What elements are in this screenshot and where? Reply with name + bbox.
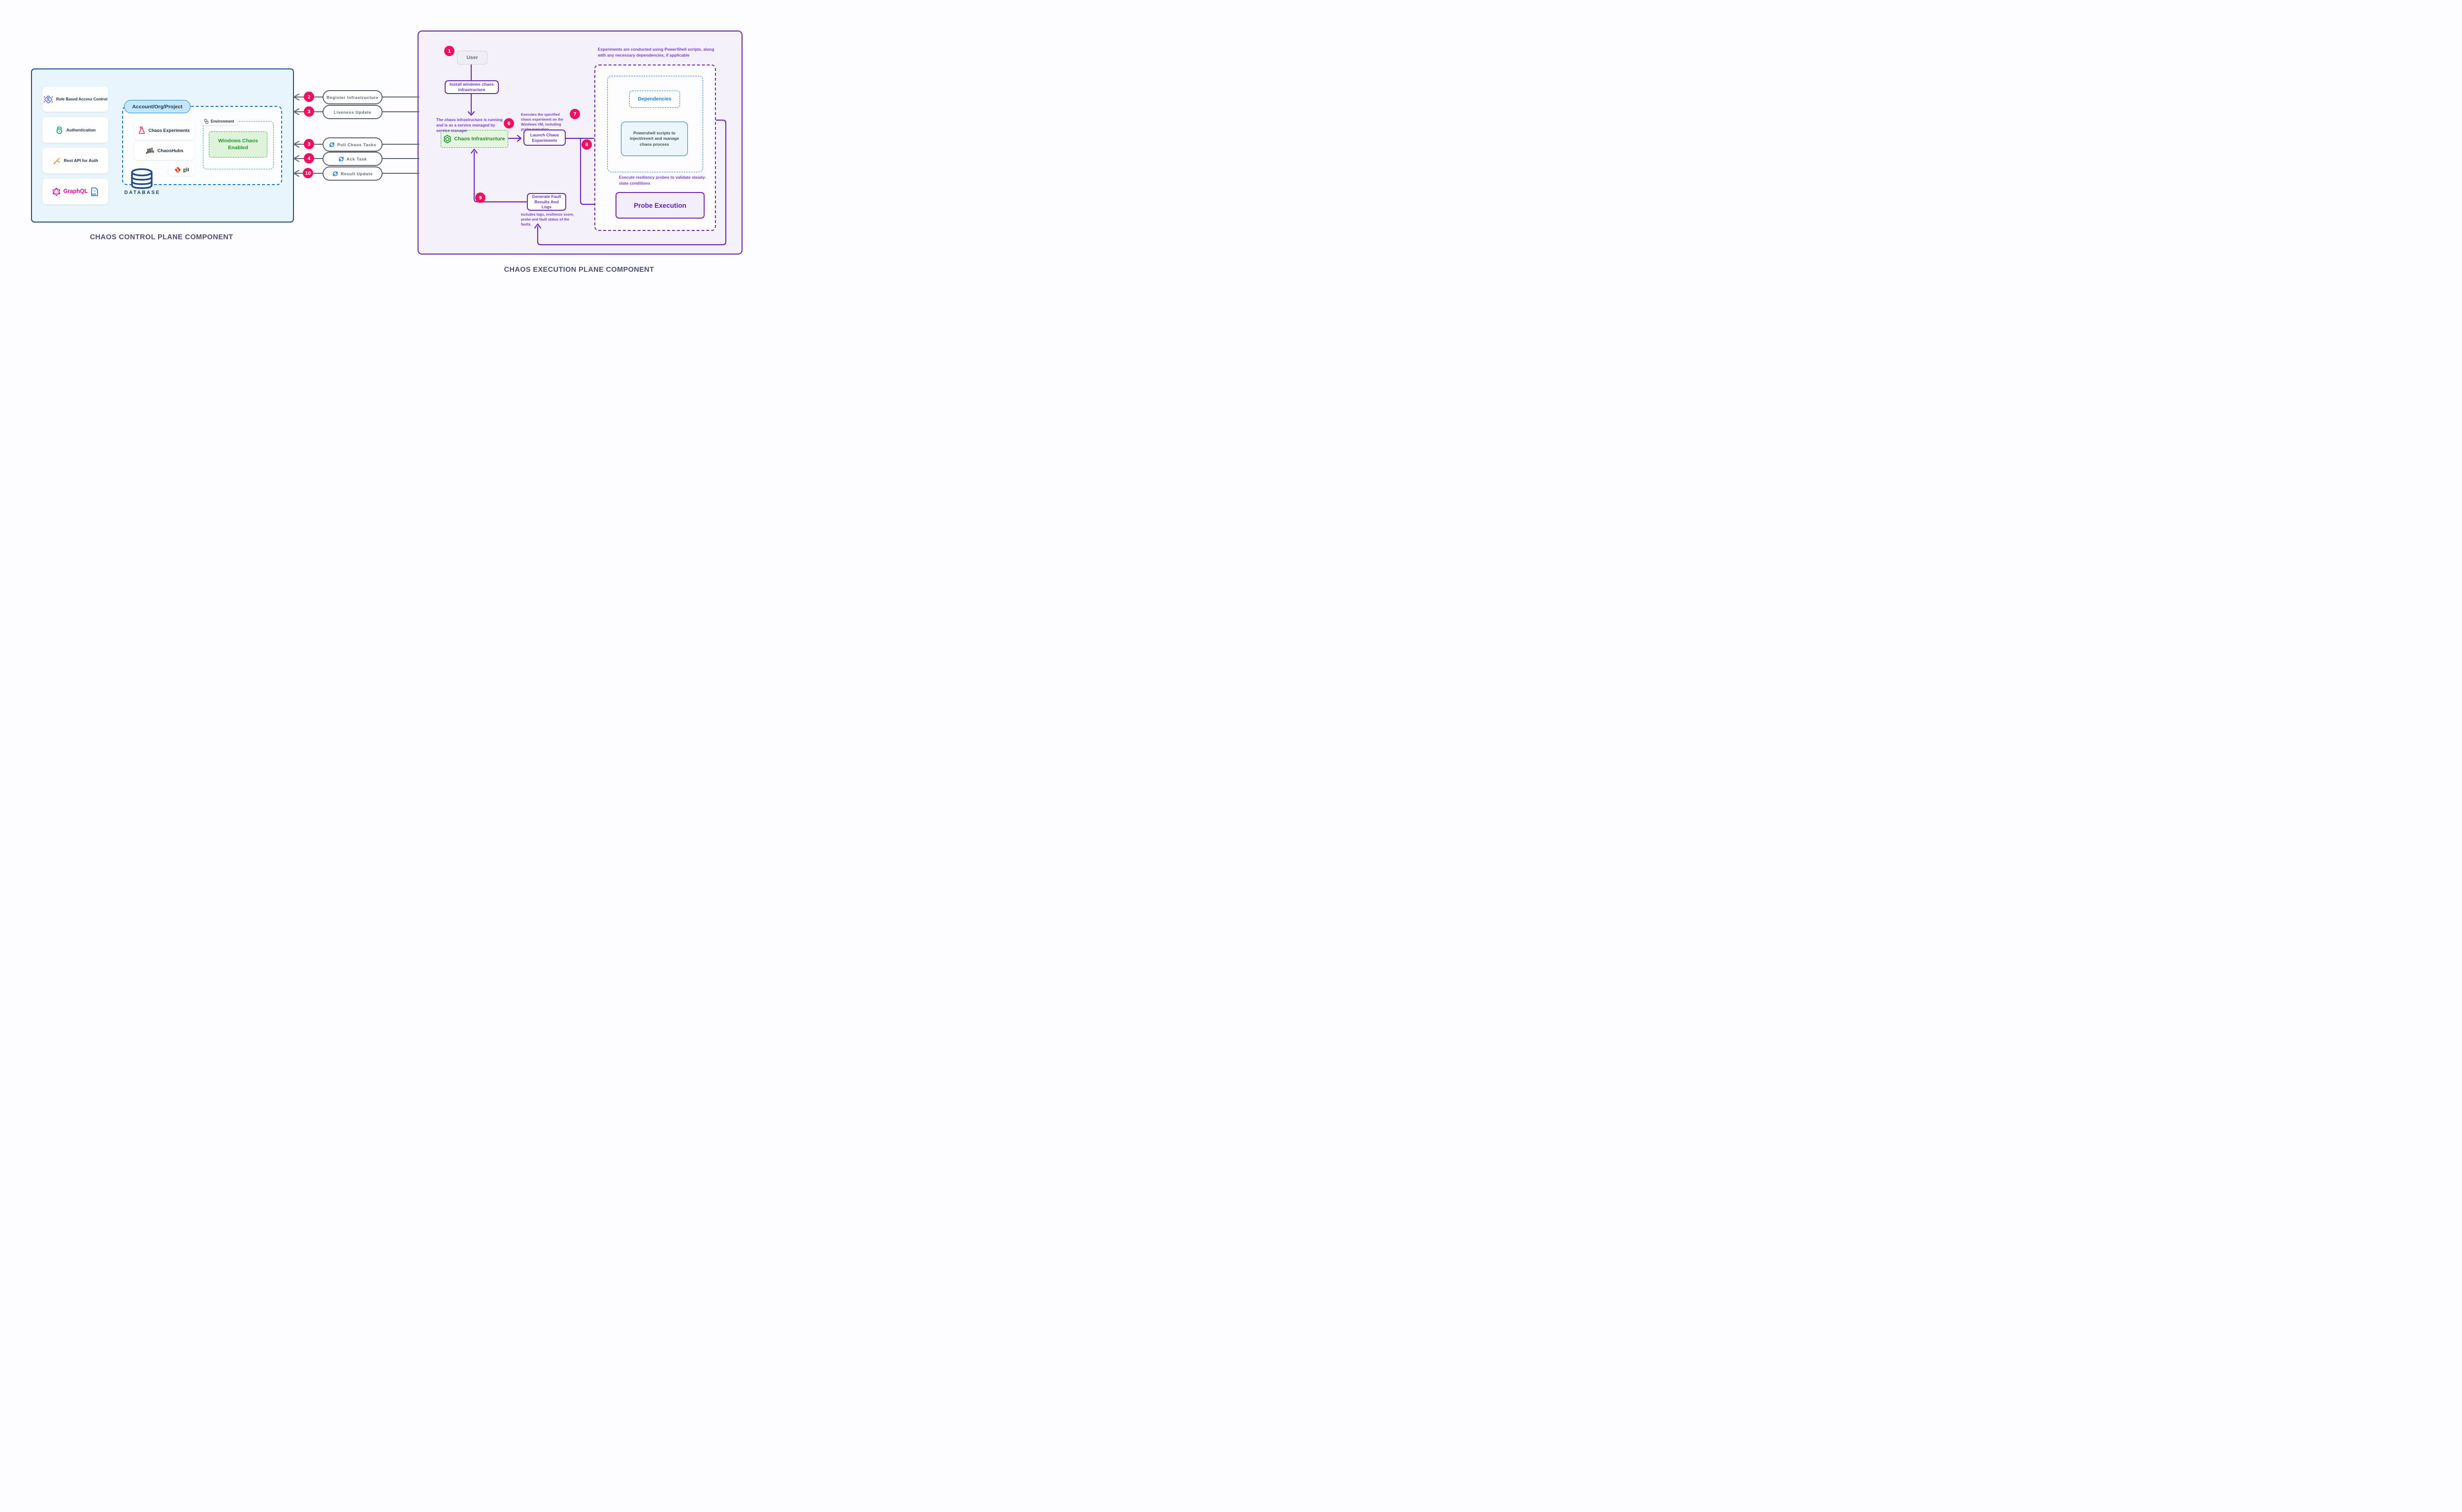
step-badge-1: 1 — [444, 46, 454, 56]
flow-label: Poll Chaos Tasks — [337, 142, 377, 147]
flow-pill-ack-task: Ack Task — [323, 152, 383, 166]
chaos-infrastructure-icon — [444, 134, 451, 143]
service-card-rbac: Role Based Access Control — [42, 87, 108, 112]
step-badge-7: 7 — [570, 109, 580, 119]
note-infrastructure-running: The chaos infrastructure is running and … — [436, 118, 503, 133]
service-label: Rest API for Auth — [64, 158, 98, 163]
environment-icon — [204, 118, 209, 124]
generate-fault-results-box: Generate Fault Results And Logs — [527, 193, 566, 211]
probe-execution-box: Probe Execution — [616, 192, 705, 219]
git-label: git — [183, 167, 190, 173]
flow-pill-liveness-update: Liveness Update — [323, 105, 383, 119]
windows-chaos-enabled-box: Windows Chaos Enabled — [209, 131, 267, 158]
generate-fault-results-label: Generate Fault Results And Logs — [532, 194, 561, 210]
step-badge-3b: 3 — [304, 139, 314, 149]
note-executes-experiment: Executes the specified chaos experiment … — [521, 112, 563, 131]
graphql-icon — [52, 187, 60, 196]
step-badge-8: 8 — [582, 139, 592, 150]
dependencies-box: Dependencies — [629, 91, 680, 108]
user-label: User — [466, 55, 478, 61]
service-card-graphql: GraphQL API — [42, 179, 108, 204]
step-badge-6: 6 — [504, 118, 514, 129]
svg-text:API: API — [92, 193, 97, 196]
rest-api-icon — [53, 157, 60, 164]
step-badge-3: 3 — [304, 106, 314, 117]
account-org-project-pill: Account/Org/Project — [124, 100, 191, 113]
note-powershell-scripts: Experiments are conducted using PowerShe… — [598, 47, 714, 58]
chaos-experiments-card: Chaos Experiments — [134, 121, 194, 140]
sync-icon — [338, 156, 344, 161]
chaoshubs-icon — [145, 147, 154, 154]
flow-pill-result-update: Result Update — [323, 166, 383, 181]
step-badge-4: 4 — [304, 153, 314, 163]
service-label: Role Based Access Control — [56, 97, 108, 101]
sync-icon — [333, 171, 338, 176]
chaos-experiments-label: Chaos Experiments — [148, 128, 190, 133]
control-plane-title: CHAOS CONTROL PLANE COMPONENT — [90, 233, 233, 241]
step-badge-9: 9 — [475, 193, 486, 203]
database-label: DATABASE — [124, 190, 161, 195]
chaoshubs-label: ChaosHubs — [157, 148, 184, 154]
flow-pill-poll-chaos-tasks: Poll Chaos Tasks — [323, 137, 383, 152]
flow-label: Result Update — [341, 171, 373, 176]
environment-chip: Environment — [200, 117, 238, 125]
flask-icon — [139, 127, 145, 134]
dependencies-label: Dependencies — [638, 97, 672, 102]
flow-label: Liveness Update — [333, 109, 372, 115]
service-label: Authentication — [66, 128, 96, 132]
api-doc-icon: API — [92, 187, 98, 196]
windows-chaos-enabled-label: Windows Chaos Enabled — [218, 138, 258, 151]
chaos-infrastructure-box: Chaos Infrastructure — [441, 130, 508, 148]
step-badge-2: 2 — [304, 92, 314, 102]
diagram-canvas: Role Based Access Control Authentication… — [0, 0, 772, 307]
rbac-icon — [43, 95, 53, 103]
account-org-project-label: Account/Org/Project — [132, 103, 183, 110]
powershell-scripts-box: Powershell scripts to inject/revert and … — [621, 122, 688, 156]
git-icon — [174, 167, 181, 173]
chaos-infrastructure-label: Chaos Infrastructure — [454, 136, 505, 142]
chaoshubs-card: ChaosHubs — [134, 141, 194, 160]
graphql-label: GraphQL — [63, 189, 88, 194]
environment-label: Environment — [211, 119, 234, 124]
note-execute-probes: Execute resiliency probes to validate st… — [619, 175, 707, 186]
service-card-authentication: Authentication — [42, 117, 108, 143]
install-infrastructure-box: Install windows chaos infrastructure — [445, 80, 499, 94]
service-card-rest-api: Rest API for Auth — [42, 148, 108, 173]
flow-pill-register-infrastructure: Register Infrastructure — [323, 90, 383, 104]
git-card: git — [168, 164, 195, 176]
user-box: User — [457, 51, 487, 64]
probe-execution-label: Probe Execution — [634, 201, 686, 209]
flow-label: Register Infrastructure — [326, 95, 379, 100]
flow-label: Ack Task — [346, 156, 367, 161]
powershell-scripts-label: Powershell scripts to inject/revert and … — [629, 130, 680, 147]
launch-chaos-experiments-box: Launch Chaos Experiments — [523, 129, 566, 146]
sync-icon — [329, 142, 334, 147]
launch-chaos-experiments-label: Launch Chaos Experiments — [530, 132, 559, 143]
step-badge-10: 10 — [303, 168, 313, 178]
authentication-icon — [56, 126, 63, 134]
scripts-dependencies-container — [607, 76, 703, 172]
execution-plane-title: CHAOS EXECUTION PLANE COMPONENT — [504, 266, 654, 274]
database-icon — [131, 168, 153, 189]
install-infrastructure-label: Install windows chaos infrastructure — [450, 82, 494, 92]
note-includes-logs: Includes logs, resilience score, probe a… — [521, 212, 574, 226]
